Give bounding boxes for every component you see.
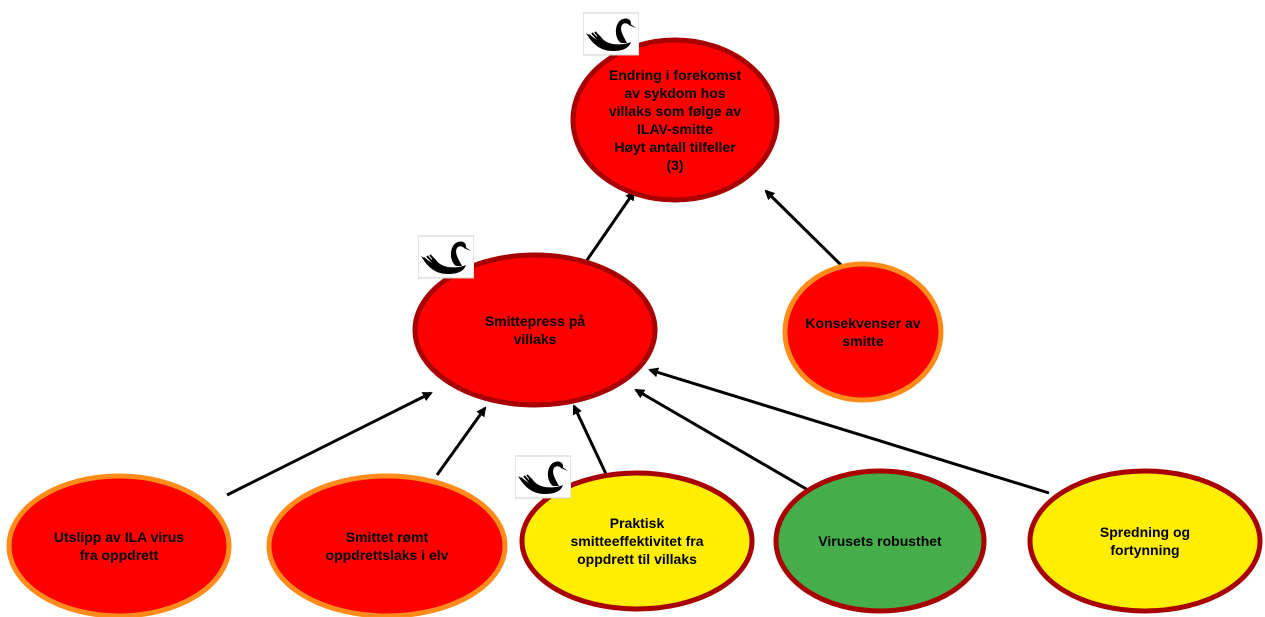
node-label-smittepress-line-1: villaks xyxy=(514,331,557,347)
node-robusthet[interactable]: Virusets robusthet xyxy=(773,468,987,614)
node-label-konsekvenser-line-0: Konsekvenser av xyxy=(805,315,920,331)
node-top[interactable]: Endring i forekomst av sykdom hos villaks … xyxy=(570,12,780,203)
arrow-spredning-to-smittepress xyxy=(648,367,1050,495)
node-label-top-line-0: Endring i forekomst xyxy=(609,67,742,83)
node-ellipse-top[interactable] xyxy=(570,37,780,203)
arrow-romt-to-smittepress xyxy=(435,406,487,476)
node-ellipse-praktisk[interactable] xyxy=(519,470,755,612)
arrow-praktisk-to-smittepress xyxy=(572,404,608,475)
node-ellipse-utslipp[interactable] xyxy=(6,473,232,617)
edges-layer xyxy=(226,189,1050,497)
node-label-utslipp-line-0: Utslipp av ILA virus xyxy=(54,529,184,545)
arrow-robusthet-to-smittepress xyxy=(634,388,809,492)
node-konsekvenser[interactable]: Konsekvenser av smitte xyxy=(782,261,944,403)
arrow-konsekvenser-to-top xyxy=(764,189,844,268)
node-label-smittepress-line-0: Smittepress på xyxy=(485,313,586,329)
node-ellipse-robusthet[interactable] xyxy=(773,468,987,614)
node-label-praktisk-line-1: smitteeffektivitet fra xyxy=(570,533,703,549)
node-label-top-line-5: (3) xyxy=(666,157,683,173)
node-label-konsekvenser-line-1: smitte xyxy=(842,333,883,349)
node-utslipp[interactable]: Utslipp av ILA virus fra oppdrett xyxy=(6,473,232,617)
nodes-layer: Endring i forekomst av sykdom hos villaks … xyxy=(6,12,1263,617)
node-label-romt-line-1: oppdrettslaks i elv xyxy=(326,547,449,563)
node-label-top-line-3: ILAV-smitte xyxy=(637,121,713,137)
node-ellipse-konsekvenser[interactable] xyxy=(782,261,944,403)
node-label-romt-line-0: Smittet rømt xyxy=(346,529,429,545)
node-ellipse-spredning[interactable] xyxy=(1027,468,1263,614)
arrow-utslipp-to-smittepress xyxy=(226,391,433,497)
node-label-top-line-2: villaks som følge av xyxy=(609,103,741,119)
node-label-top-line-4: Høyt antall tilfeller xyxy=(614,139,736,155)
node-label-top-line-1: av sykdom hos xyxy=(624,85,725,101)
black-swan-icon xyxy=(418,235,474,279)
node-label-utslipp-line-1: fra oppdrett xyxy=(80,547,159,563)
node-praktisk[interactable]: Praktisk smitteeffektivitet fra oppdrett t… xyxy=(515,455,755,612)
node-label-spredning-line-0: Spredning og xyxy=(1100,524,1190,540)
node-ellipse-romt[interactable] xyxy=(266,473,508,617)
node-label-robusthet-line-0: Virusets robusthet xyxy=(818,533,942,549)
node-spredning[interactable]: Spredning og fortynning xyxy=(1027,468,1263,614)
black-swan-icon xyxy=(583,12,639,56)
node-label-spredning-line-1: fortynning xyxy=(1110,542,1179,558)
node-romt[interactable]: Smittet rømt oppdrettslaks i elv xyxy=(266,473,508,617)
black-swan-icon xyxy=(515,455,571,499)
node-label-praktisk-line-0: Praktisk xyxy=(610,515,665,531)
node-smittepress[interactable]: Smittepress på villaks xyxy=(412,235,658,408)
node-ellipse-smittepress[interactable] xyxy=(412,252,658,408)
node-label-praktisk-line-2: oppdrett til villaks xyxy=(577,551,697,567)
arrow-smittepress-to-top xyxy=(583,190,636,264)
